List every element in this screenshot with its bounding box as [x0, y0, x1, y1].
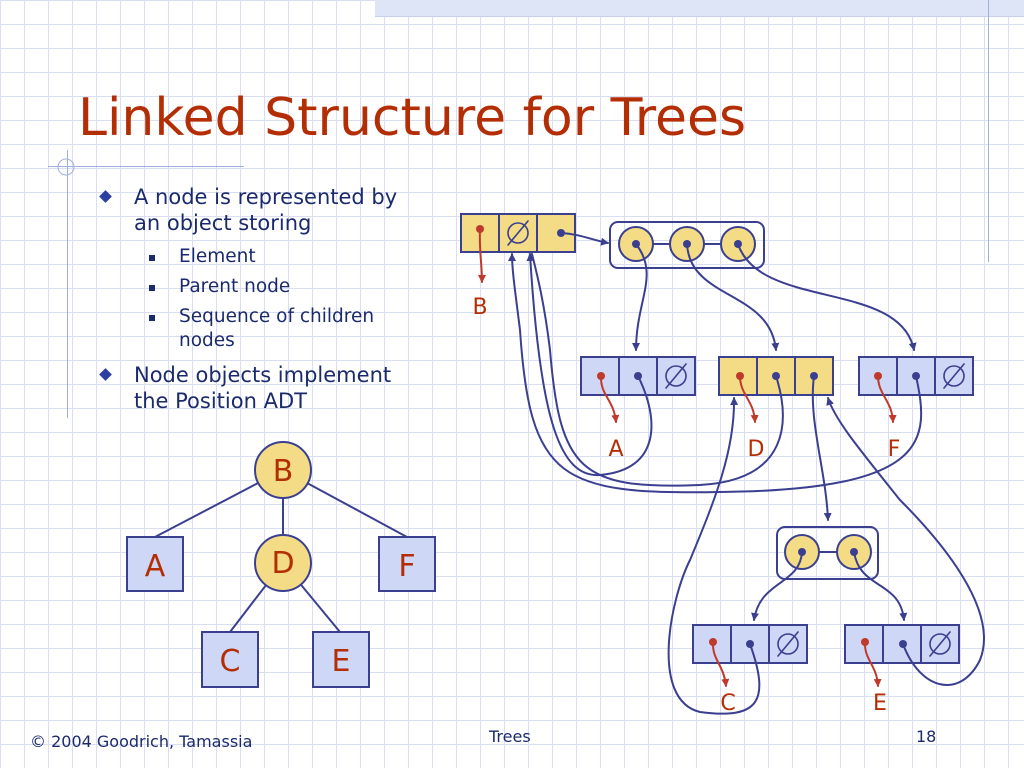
footer-page-number: 18	[916, 727, 937, 746]
element-arrow	[477, 228, 486, 283]
tree-node-a-label: A	[145, 549, 166, 584]
node-record-b	[460, 213, 576, 253]
parent-link	[526, 253, 653, 477]
element-arrow	[599, 375, 620, 423]
null-icon	[665, 363, 687, 389]
slide-title: Linked Structure for Trees	[78, 88, 747, 148]
child-link	[737, 243, 917, 351]
title-crosshair-decoration	[57, 158, 75, 176]
child-link	[751, 551, 803, 621]
bullet-line: Node objects implement	[134, 363, 392, 387]
tree-node-c	[201, 631, 259, 688]
linked-structure: B A	[460, 213, 985, 716]
sub-bullet-square-icon	[149, 315, 155, 321]
label-c: C	[720, 691, 735, 716]
sub-bullet-parent-node: Parent node	[179, 276, 291, 297]
label-f: F	[888, 437, 901, 462]
title-underline	[48, 166, 244, 167]
parent-link	[508, 253, 923, 494]
sub-bullet-children-line2: nodes	[179, 330, 235, 351]
child-link	[853, 551, 908, 621]
top-band-decoration	[375, 0, 1024, 17]
tree-node-d-label: D	[271, 546, 294, 581]
bullet-line: an object storing	[134, 211, 312, 235]
bullet-position-adt: Node objects implement the Position ADT	[134, 362, 391, 414]
sub-bullet-children-line1: Sequence of children	[179, 306, 375, 327]
parent-link	[667, 397, 761, 715]
tree-node-c-label: C	[220, 644, 241, 679]
node-record-f	[858, 356, 974, 396]
bullet-node-representation: A node is represented by an object stori…	[134, 184, 397, 236]
tree-node-b-label: B	[273, 454, 294, 489]
tree-node-e-label: E	[332, 644, 351, 679]
null-icon	[929, 631, 951, 657]
tree-node-a	[126, 536, 184, 592]
children-arrow	[811, 375, 832, 521]
child-link	[632, 243, 648, 351]
tree-node-b	[254, 441, 312, 499]
bullet-line: A node is represented by	[134, 185, 398, 209]
parent-link	[826, 397, 985, 686]
sub-bullet-element: Element	[179, 246, 256, 267]
null-icon	[507, 220, 529, 246]
label-e: E	[873, 691, 887, 716]
tree-node-f-label: F	[398, 549, 415, 584]
parent-link	[531, 253, 784, 487]
tree-node-f	[378, 536, 436, 592]
left-rule	[67, 150, 68, 418]
abstract-tree: B A D F C E	[126, 441, 436, 688]
sub-bullet-square-icon	[149, 285, 155, 291]
null-icon	[943, 363, 965, 389]
element-arrow	[863, 641, 882, 687]
tree-node-d	[254, 534, 312, 592]
null-icon	[777, 631, 799, 657]
tree-node-e	[312, 631, 370, 688]
right-rule	[988, 0, 989, 262]
child-link	[686, 243, 780, 351]
sequence-container	[776, 526, 879, 580]
label-d: D	[748, 437, 765, 462]
footer-copyright: © 2004 Goodrich, Tamassia	[30, 732, 253, 751]
element-arrow	[739, 375, 759, 423]
element-arrow	[711, 641, 730, 687]
children-arrow	[560, 232, 609, 246]
label-b: B	[472, 295, 487, 320]
footer-section-title: Trees	[489, 727, 531, 746]
element-arrow	[877, 375, 897, 423]
sequence-container	[609, 221, 765, 269]
sub-bullet-square-icon	[149, 255, 155, 261]
bullet-line: the Position ADT	[134, 389, 307, 413]
label-a: A	[608, 437, 623, 462]
